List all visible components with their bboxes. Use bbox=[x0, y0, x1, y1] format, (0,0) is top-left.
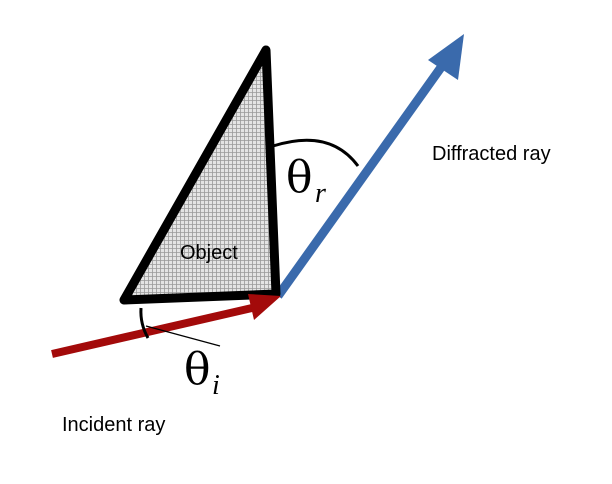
diffracted-ray bbox=[274, 34, 464, 299]
diffracted-ray-label: Diffracted ray bbox=[432, 143, 551, 165]
incident-ray-label: Incident ray bbox=[62, 414, 165, 436]
object-triangle bbox=[119, 45, 281, 305]
theta-i-subscript: i bbox=[212, 370, 220, 401]
angle-arc-diffracted bbox=[272, 138, 360, 167]
object-label: Object bbox=[180, 242, 238, 264]
theta-r-label: θ bbox=[286, 152, 313, 203]
theta-r-subscript: r bbox=[315, 178, 326, 209]
incident-angle-leader bbox=[145, 325, 221, 347]
angle-arc-incident bbox=[139, 307, 150, 339]
theta-i-label: θ bbox=[184, 344, 211, 395]
incident-ray bbox=[51, 294, 281, 358]
